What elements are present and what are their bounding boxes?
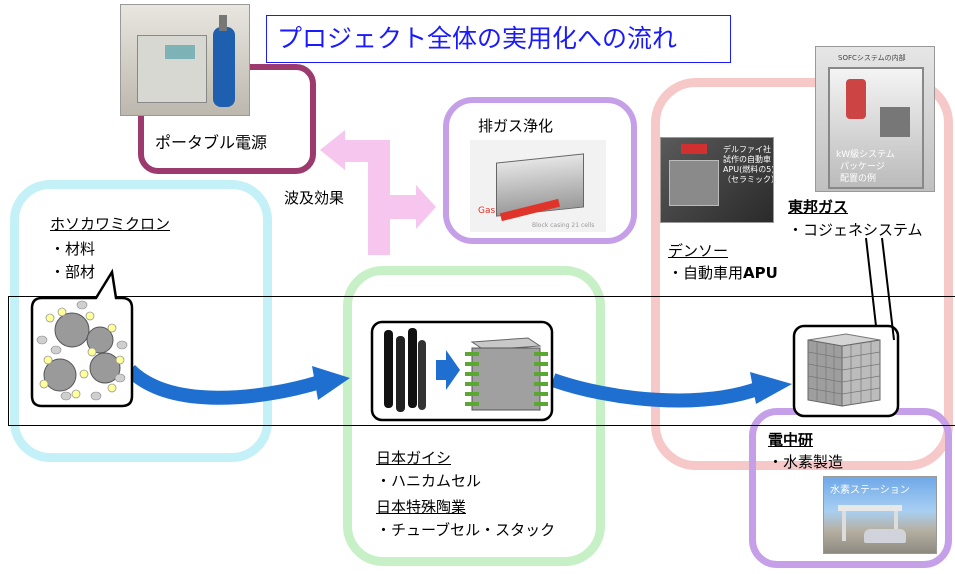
toho-item: ・コジェネシステム (788, 221, 923, 239)
ngk-company: 日本ガイシ (376, 449, 452, 467)
hydrogen-station-photo: 水素ステーション (823, 476, 937, 554)
particle-callout (30, 268, 134, 408)
title-box: プロジェクト全体の実用化への流れ (266, 15, 731, 63)
toho-company: 東邦ガス (788, 198, 849, 216)
delphi-caption-3: APU(燃料の5) (723, 165, 774, 174)
particles-icon (36, 300, 128, 401)
sofc-caption-2: パッケージ (840, 162, 885, 172)
flow-arrow-1-head (312, 366, 350, 400)
sofc-caption-1: kW級システム (836, 150, 895, 160)
delphi-caption-4: （セラミック） (723, 175, 774, 184)
denso-toho-region (651, 78, 953, 470)
page-title: プロジェクト全体の実用化への流れ (277, 24, 678, 53)
denso-item: ・自動車用APU (668, 263, 778, 283)
delphi-apu-photo: デルファイ社 試作の自動車 APU(燃料の5) （セラミック） (660, 137, 774, 223)
sofc-top-caption: SOFCシステムの内部 (838, 54, 906, 62)
ripple-effect-label: 波及効果 (284, 189, 345, 207)
small-arrow-icon (436, 350, 460, 390)
criepi-company: 電中研 (768, 431, 814, 449)
hosokawa-item-material: ・材料 (50, 240, 96, 258)
delphi-caption-1: デルファイ社 (723, 145, 771, 154)
ngk-item-honeycomb: ・ハニカムセル (376, 472, 482, 490)
cube-stack-icon (807, 333, 881, 407)
sofc-system-photo: SOFCシステムの内部 kW級システム パッケージ 配置の例 (815, 46, 935, 192)
denso-item-prefix: ・自動車用 (668, 264, 744, 282)
criepi-item: ・水素製造 (768, 453, 844, 471)
ngk-spark-plug-company: 日本特殊陶業 (376, 498, 467, 516)
portable-label: ポータブル電源 (155, 133, 268, 152)
process-band (8, 296, 955, 426)
sofc-caption-3: 配置の例 (840, 174, 877, 184)
honeycomb-stack-icon (465, 337, 548, 411)
ngk-item-tube-cell: ・チューブセル・スタック (376, 521, 556, 539)
hydrogen-station-label: 水素ステーション (830, 485, 910, 496)
denso-item-apu: APU (743, 264, 778, 282)
flow-arrow-2 (550, 373, 763, 408)
exhaust-label: 排ガス浄化 (478, 117, 554, 135)
exhaust-photo: Gas Block casing 21 cells (470, 140, 606, 232)
hosokawa-company: ホソカワミクロン (50, 215, 171, 233)
portable-power-photo (120, 4, 250, 116)
tube-cells-icon (384, 328, 426, 412)
exhaust-photo-caption: Block casing 21 cells (532, 222, 595, 229)
cell-stack-callout (370, 320, 554, 422)
hosokawa-item-component: ・部材 (50, 263, 96, 281)
exhaust-region (443, 97, 637, 244)
gas-tag: Gas (478, 206, 496, 216)
denso-company: デンソー (668, 242, 729, 260)
ngk-region (343, 266, 605, 566)
hosokawa-region (10, 180, 272, 462)
delphi-caption-2: 試作の自動車 (723, 155, 771, 164)
cube-stack-callout (792, 237, 900, 418)
flow-arrow-2-head (750, 372, 792, 404)
flow-arrow-1 (125, 364, 323, 405)
ripple-effect-arrow (320, 130, 436, 255)
